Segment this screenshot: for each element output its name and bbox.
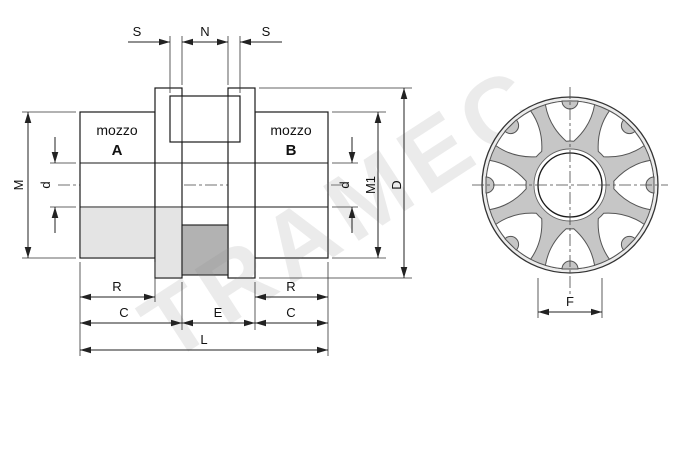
hub-a-section-shading <box>81 208 154 257</box>
front-view: F <box>472 87 668 318</box>
dim-label-m: M <box>11 180 26 191</box>
hub-labels: mozzo A mozzo B <box>96 122 311 159</box>
dim-label-d-right: d <box>337 181 352 188</box>
dim-label-r-right: R <box>286 279 295 294</box>
hub-a-letter: A <box>112 142 123 159</box>
dim-label-s-left: S <box>133 24 142 39</box>
dim-label-f: F <box>566 294 574 309</box>
coupling-body <box>79 87 329 279</box>
jaw-overlap-block <box>169 95 241 143</box>
hub-b-letter: B <box>286 142 297 159</box>
dimensions: S N S M d d M1 D R R C <box>11 24 408 354</box>
dim-label-big-d: D <box>389 180 404 189</box>
dim-label-m1: M1 <box>363 176 378 194</box>
side-section-view: TRAMEC mozzo A mozzo B <box>11 24 562 381</box>
dim-label-e: E <box>214 305 223 320</box>
dim-label-l: L <box>200 332 207 347</box>
f-dimension: F <box>537 278 603 318</box>
dim-label-c-left: C <box>119 305 128 320</box>
dim-label-n: N <box>200 24 209 39</box>
dim-label-s-right: S <box>262 24 271 39</box>
dim-label-r-left: R <box>112 279 121 294</box>
hub-b-word: mozzo <box>270 122 311 138</box>
dim-label-d-left: d <box>38 181 53 188</box>
spider-section-block <box>181 224 229 276</box>
dim-label-c-right: C <box>286 305 295 320</box>
flange-a-section-shading <box>156 208 181 277</box>
hub-a-word: mozzo <box>96 122 137 138</box>
